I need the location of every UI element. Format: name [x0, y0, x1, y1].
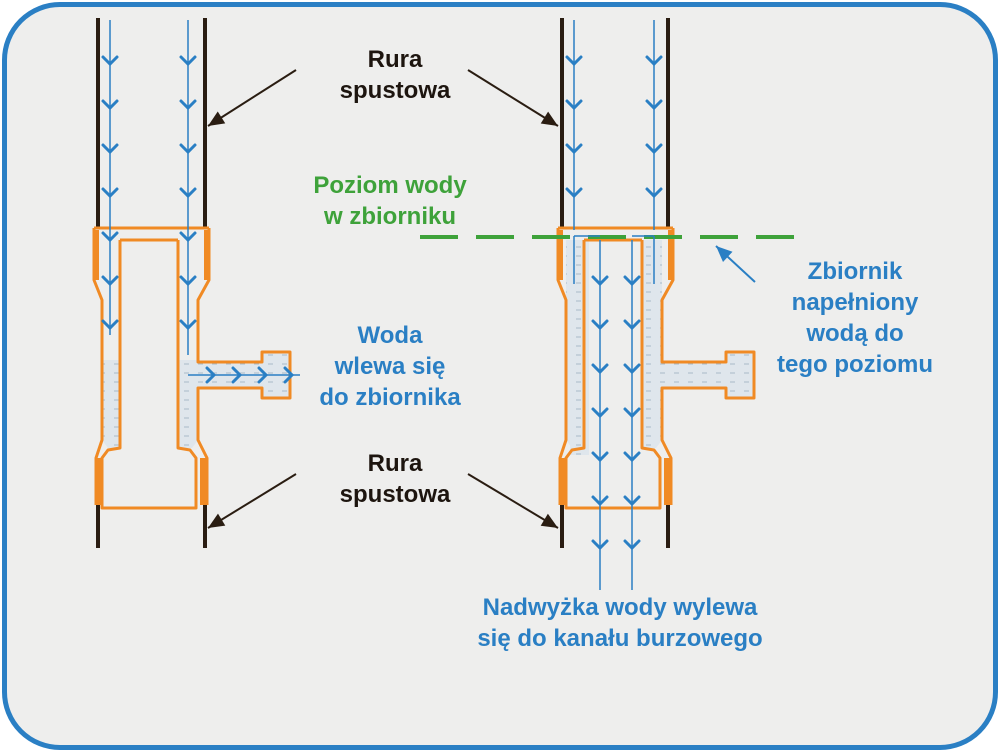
fitting-outline [100, 238, 198, 510]
label-overflow: Nadwyżka wody wylewa się do kanału burzo… [420, 592, 820, 654]
flow-arrow [645, 99, 663, 111]
pointer-tank-level-head [716, 246, 733, 262]
label-line: Poziom wody [313, 172, 467, 199]
label-pipe-bottom: Rura spustowa [330, 448, 460, 510]
water-body [566, 240, 584, 448]
water-body [662, 352, 754, 398]
flow-arrow [591, 495, 609, 507]
flow-arrow [231, 366, 243, 384]
pointer-pipe-top-right [467, 69, 559, 127]
pointer-pipe-top-right-head [540, 111, 558, 126]
flow-arrow [257, 366, 269, 384]
label-line: się do kanału burzowego [477, 625, 763, 652]
pointer-pipe-top-left [207, 69, 297, 127]
flow-arrow [623, 407, 641, 419]
flow-arrow [623, 539, 641, 551]
label-line: Rura [367, 46, 423, 73]
flow-arrow [623, 363, 641, 375]
label-line: Rura [367, 450, 423, 477]
flow-arrow [179, 55, 197, 67]
flow-arrow [591, 275, 609, 287]
flow-arrow [179, 275, 197, 287]
flow-arrow [565, 187, 583, 199]
flow-arrow [101, 275, 119, 287]
flow-arrow [623, 495, 641, 507]
flow-arrow [179, 143, 197, 155]
fitting-outline [660, 228, 756, 505]
flow-arrow [645, 55, 663, 67]
flow-arrow [565, 143, 583, 155]
label-line: spustowa [339, 77, 451, 104]
label-line: wlewa się [334, 353, 446, 380]
label-line: napełniony [791, 289, 919, 316]
flow-arrow [623, 451, 641, 463]
pointer-pipe-bottom-right-head [540, 513, 558, 528]
pointer-pipe-bottom-left [207, 473, 297, 529]
flow-line [573, 235, 600, 284]
flow-arrow [591, 407, 609, 419]
flow-arrow [101, 99, 119, 111]
label-line: wodą do [806, 320, 904, 347]
pointer-pipe-bottom-left-head [208, 513, 226, 528]
label-line: Nadwyżka wody wylewa [482, 594, 758, 621]
label-pipe-top: Rura spustowa [330, 44, 460, 106]
label-tank-full: Zbiornik napełniony wodą do tego poziomu [755, 256, 955, 380]
flow-arrow [179, 99, 197, 111]
flow-arrow [623, 275, 641, 287]
label-line: w zbiorniku [324, 203, 456, 230]
label-line: spustowa [339, 481, 451, 508]
pointer-pipe-top-left-head [208, 111, 226, 126]
flow-arrow [645, 143, 663, 155]
flow-arrow [283, 366, 295, 384]
flow-arrow [179, 231, 197, 243]
flow-arrow [623, 319, 641, 331]
label-inflow: Woda wlewa się do zbiornika [305, 320, 475, 413]
flow-arrow [179, 187, 197, 199]
water-body [642, 240, 662, 448]
water-body [178, 360, 198, 448]
flow-arrow [101, 55, 119, 67]
flow-arrow [101, 143, 119, 155]
flow-arrow [101, 231, 119, 243]
flow-arrow [205, 366, 217, 384]
label-line: tego poziomu [777, 351, 933, 378]
label-line: do zbiornika [319, 384, 461, 411]
flow-arrow [101, 187, 119, 199]
label-pointer-layer [207, 69, 756, 529]
flow-arrow [591, 539, 609, 551]
label-line: Zbiornik [807, 258, 903, 285]
flow-arrow-layer [101, 20, 663, 590]
flow-arrow [591, 363, 609, 375]
flow-arrow [645, 187, 663, 199]
flow-arrow [591, 451, 609, 463]
pointer-pipe-bottom-right [467, 473, 559, 529]
flow-arrow [565, 99, 583, 111]
flow-arrow [591, 319, 609, 331]
water-body [102, 360, 120, 448]
flow-arrow [565, 55, 583, 67]
label-water-level: Poziom wody w zbiorniku [280, 170, 500, 232]
flow-line [632, 235, 655, 284]
flow-arrow [179, 319, 197, 331]
label-line: Woda [357, 322, 423, 349]
flow-arrow [101, 319, 119, 331]
